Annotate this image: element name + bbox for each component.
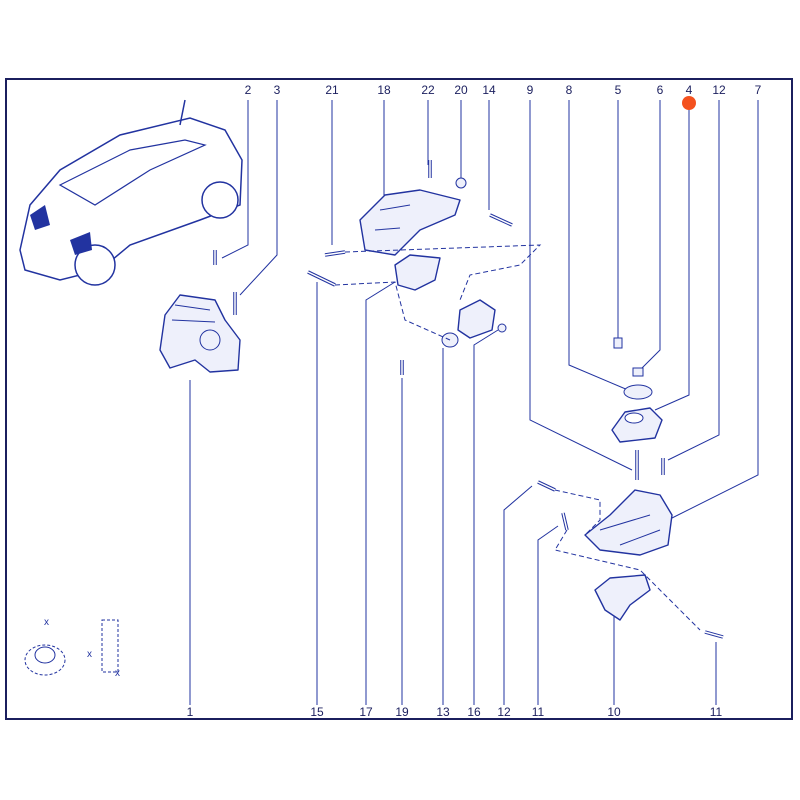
part-label-15[interactable]: 15: [310, 705, 324, 719]
bracket-17: [394, 254, 441, 291]
leader-line-3: [239, 100, 278, 296]
part-label-17[interactable]: 17: [359, 705, 373, 719]
leader-line-4: [654, 100, 690, 411]
part-label-20[interactable]: 20: [454, 83, 468, 97]
bracket-10: [594, 574, 651, 621]
mount-4-center: [624, 412, 644, 424]
bracket-18: [359, 189, 461, 256]
torque-rod-16: [457, 299, 496, 339]
part-label-13[interactable]: 13: [436, 705, 450, 719]
leader-line-12: [503, 485, 533, 705]
bracket-7: [584, 489, 673, 556]
part-label-3[interactable]: 3: [273, 83, 281, 97]
torque-symbol-bolt: [101, 619, 119, 673]
part-label-14[interactable]: 14: [482, 83, 496, 97]
part-label-2[interactable]: 2: [244, 83, 252, 97]
engine-mount-1: [159, 294, 241, 373]
leader-line-11: [537, 525, 559, 705]
part-label-7[interactable]: 7: [754, 83, 762, 97]
torque-symbol-label: x: [87, 649, 92, 660]
leader-line-8: [568, 100, 629, 391]
bracket-18-detail: [374, 204, 411, 231]
assembly-path-3: [554, 489, 601, 536]
nut-20: [455, 177, 467, 189]
part-label-11[interactable]: 11: [531, 705, 545, 719]
car-rear-wheel: [201, 181, 239, 219]
leader-line-16: [473, 329, 499, 705]
torque-symbol-label: x: [115, 668, 120, 679]
part-label-8[interactable]: 8: [565, 83, 573, 97]
torque-symbol-nut: [24, 644, 66, 676]
torque-symbol-nut-inner: [34, 646, 56, 664]
leader-line-9: [529, 100, 633, 471]
leader-line-17: [365, 281, 396, 705]
diagram-frame: [5, 78, 793, 720]
car-antenna: [179, 99, 186, 126]
nut-5: [613, 337, 623, 349]
leader-line-7: [667, 100, 759, 521]
car-engine-highlight: [30, 205, 92, 255]
torque-symbol-label: x: [44, 617, 49, 628]
bolt-15-thread: [307, 271, 336, 286]
assembly-path-1: [344, 244, 542, 301]
bolt-12-thread: [537, 481, 556, 491]
part-label-10[interactable]: 10: [607, 705, 621, 719]
leader-line-2: [221, 100, 249, 259]
washer-8: [623, 384, 653, 400]
assembly-path-2: [334, 281, 451, 341]
part-label-18[interactable]: 18: [377, 83, 391, 97]
bolt-14-thread: [489, 214, 513, 226]
nut-6: [632, 367, 644, 377]
part-label-5[interactable]: 5: [614, 83, 622, 97]
bracket-7-detail: [599, 514, 661, 546]
part-label-12[interactable]: 12: [497, 705, 511, 719]
part-label-12[interactable]: 12: [712, 83, 726, 97]
part-label-19[interactable]: 19: [395, 705, 409, 719]
stud-21-thread: [324, 251, 346, 256]
highlight-marker[interactable]: [682, 96, 696, 110]
leader-line-6: [641, 100, 661, 369]
part-label-21[interactable]: 21: [325, 83, 339, 97]
part-label-16[interactable]: 16: [467, 705, 481, 719]
mount-1-detail: [171, 304, 221, 351]
part-label-4[interactable]: 4: [685, 83, 693, 97]
bolt-11-thread: [562, 512, 568, 531]
mount-4: [611, 407, 663, 443]
part-label-9[interactable]: 9: [526, 83, 534, 97]
bolt-11-right-thread: [704, 631, 724, 638]
part-label-6[interactable]: 6: [656, 83, 664, 97]
leader-line-12: [667, 100, 720, 461]
part-label-1[interactable]: 1: [186, 705, 194, 719]
part-label-11[interactable]: 11: [709, 705, 723, 719]
part-label-22[interactable]: 22: [421, 83, 435, 97]
car-windshield: [58, 139, 207, 206]
assembly-path-4: [554, 529, 701, 631]
bolt-16: [497, 323, 507, 333]
car-front-wheel: [74, 244, 116, 286]
